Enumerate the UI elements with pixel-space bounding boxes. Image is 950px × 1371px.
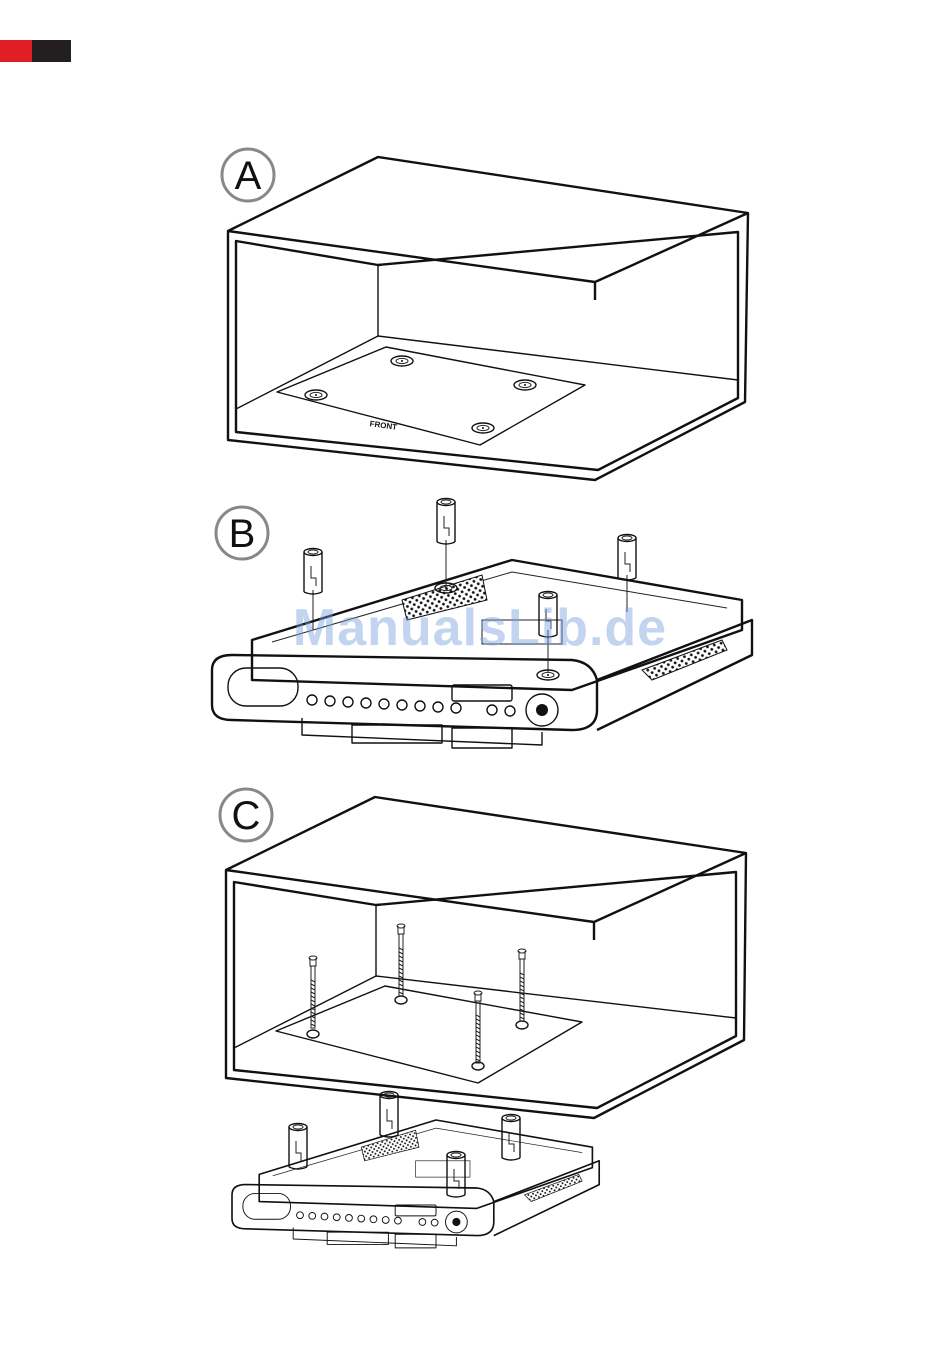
step-a-cabinet: A FRONT (222, 149, 748, 480)
step-c-mounting: C (220, 789, 746, 1248)
step-c-label: C (232, 794, 261, 838)
step-b-label: B (229, 512, 256, 556)
step-a-label: A (235, 154, 262, 198)
step-b-radio-with-spacers: B (212, 499, 752, 749)
front-label: FRONT (369, 419, 398, 432)
